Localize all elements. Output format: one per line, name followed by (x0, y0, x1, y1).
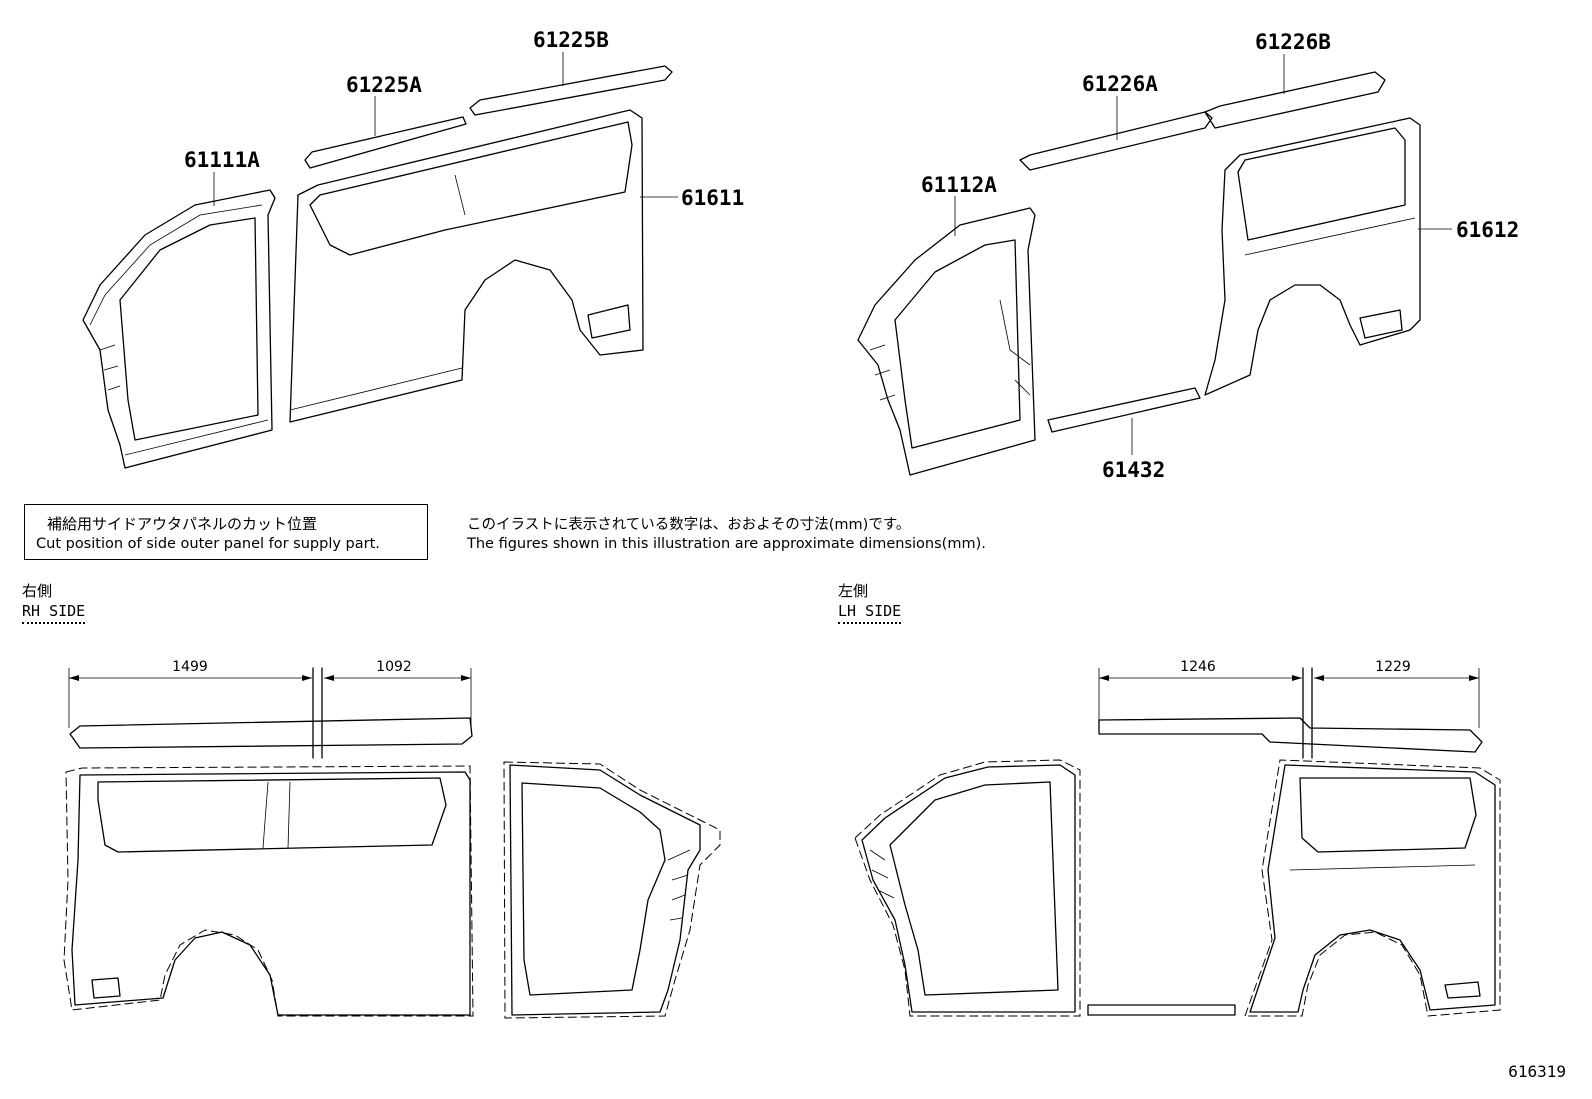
rocker-panel-lh (1047, 387, 1201, 433)
part-label-61611: 61611 (681, 186, 745, 210)
part-label-61225A: 61225A (346, 73, 422, 97)
part-label-61226B: 61226B (1255, 30, 1331, 54)
rh-dimension-front: 1499 (172, 659, 208, 675)
part-label-61612: 61612 (1456, 218, 1520, 242)
front-pillar-lh-part (857, 207, 1036, 476)
quarter-panel-lh-cut (1244, 759, 1501, 1017)
part-label-61432: 61432 (1102, 458, 1166, 482)
lh-dimension-front: 1246 (1180, 659, 1216, 675)
lh-side-label: LH SIDE (838, 604, 902, 624)
cut-position-note-jp: 補給用サイドアウタパネルのカット位置 (47, 515, 318, 533)
figure-code: 616319 (1508, 1062, 1566, 1081)
dimension-info-jp: このイラストに表示されている数字は、おおよその寸法(mm)です。 (467, 517, 911, 533)
dimension-info-en: The figures shown in this illustration a… (467, 536, 986, 552)
roof-rail-front-rh (304, 116, 467, 169)
cut-position-note-en: Cut position of side outer panel for sup… (36, 536, 380, 552)
rocker-panel-lh-cut (1087, 1004, 1236, 1016)
quarter-panel-rh-part (289, 109, 644, 423)
rh-side-label-jp: 右側 (22, 582, 53, 600)
roof-rail-lh-cut (1098, 717, 1483, 753)
part-label-61225B: 61225B (533, 28, 609, 52)
roof-rail-rear-lh (1204, 71, 1386, 129)
front-pillar-rh-cut (503, 761, 721, 1019)
roof-rail-front-lh (1019, 111, 1213, 171)
front-pillar-lh-cut (854, 759, 1081, 1017)
lh-side-label-jp: 左側 (838, 582, 869, 600)
rh-dimension-rear: 1092 (376, 659, 412, 675)
part-label-61226A: 61226A (1082, 72, 1158, 96)
roof-rail-rear-rh (469, 65, 673, 116)
part-label-61111A: 61111A (184, 148, 260, 172)
rh-side-label: RH SIDE (22, 604, 86, 624)
quarter-panel-rh-cut (63, 765, 474, 1017)
front-pillar-rh-part (82, 189, 276, 469)
quarter-panel-lh-part (1204, 117, 1421, 396)
roof-rail-rh-cut (69, 717, 473, 749)
lh-dimension-rear: 1229 (1375, 659, 1411, 675)
cut-position-note: 補給用サイドアウタパネルのカット位置 Cut position of side … (24, 504, 428, 560)
part-label-61112A: 61112A (921, 173, 997, 197)
